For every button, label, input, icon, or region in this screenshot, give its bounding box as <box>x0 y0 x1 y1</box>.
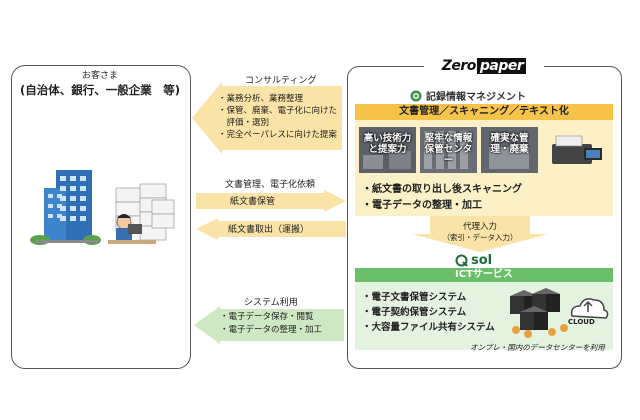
retrieval-label: 紙文書取出（運搬） <box>228 225 310 235</box>
consulting-item-3: 評価・選別 <box>218 118 270 128</box>
consulting-item-2: ・保管、廃棄、電子化に向けた <box>218 106 338 116</box>
qsol-logo: sol <box>455 253 492 268</box>
consulting-item-1: ・業務分析、業務整理 <box>218 94 304 104</box>
system-item-2: ・電子データの整理・加工 <box>220 325 323 335</box>
client-title: (自治体、銀行、一般企業 等) <box>19 83 180 97</box>
photo-storage-caption: 堅牢な情報保管センター <box>424 133 473 166</box>
photo-tech: 高い技術力と提案力 <box>359 127 416 173</box>
record-management-icon <box>410 90 422 101</box>
storage-arrow <box>196 190 346 212</box>
docmgmt-bullet-data: ・電子データの整理・加工 <box>362 200 482 211</box>
ict-note: オンプレ・国内のデータセンターを利用 <box>470 343 605 352</box>
system-item-1: ・電子データ保存・閲覧 <box>220 312 314 322</box>
docflow-label: 文書管理、電子化依頼 <box>225 180 316 190</box>
docmgmt-bullet-scan: ・紙文書の取り出し後スキャニング <box>362 184 522 195</box>
proxy-input-arrow <box>412 216 548 252</box>
server-icon <box>510 288 560 330</box>
qsol-q-icon <box>455 254 468 267</box>
server-cloud-illustration <box>510 288 609 338</box>
cloud-label: CLOUD <box>568 318 595 326</box>
photo-storage: 堅牢な情報保管センター <box>420 127 477 173</box>
photo-tech-image <box>359 127 416 173</box>
docmgmt-header: 文書管理／スキャニング／テキスト化 <box>355 104 613 120</box>
storage-label: 紙文書保管 <box>230 197 276 207</box>
retrieval-arrow <box>196 218 346 240</box>
proxy-sublabel: （索引・データ入力） <box>442 233 518 242</box>
proxy-label: 代理入力 <box>462 222 497 232</box>
ict-bullet-contract: ・電子契約保管システム <box>362 307 467 318</box>
consulting-label: コンサルティング <box>245 76 317 86</box>
photo-storage-image <box>420 127 477 173</box>
system-label: システム利用 <box>244 298 298 308</box>
scanner-icon <box>552 135 602 164</box>
office-building-illustration <box>30 170 175 245</box>
photo-disposal: 確実な管理・廃棄 <box>481 127 538 173</box>
consulting-item-4: ・完全ペーパレスに向けた提案 <box>218 130 337 140</box>
system-arrow <box>194 306 344 344</box>
record-management-title: 記録情報マネジメント <box>410 88 570 103</box>
photo-tech-caption: 高い技術力と提案力 <box>363 133 412 155</box>
cloud-icon <box>570 298 609 319</box>
client-subtitle: お客さま <box>81 71 118 81</box>
consulting-arrow <box>192 82 342 154</box>
ict-header: ICTサービス <box>355 268 613 282</box>
ict-bullet-doc: ・電子文書保管システム <box>362 292 467 303</box>
photo-disposal-caption: 確実な管理・廃棄 <box>490 133 529 155</box>
ict-bullet-share: ・大容量ファイル共有システム <box>362 322 495 333</box>
photo-disposal-image <box>481 127 538 173</box>
